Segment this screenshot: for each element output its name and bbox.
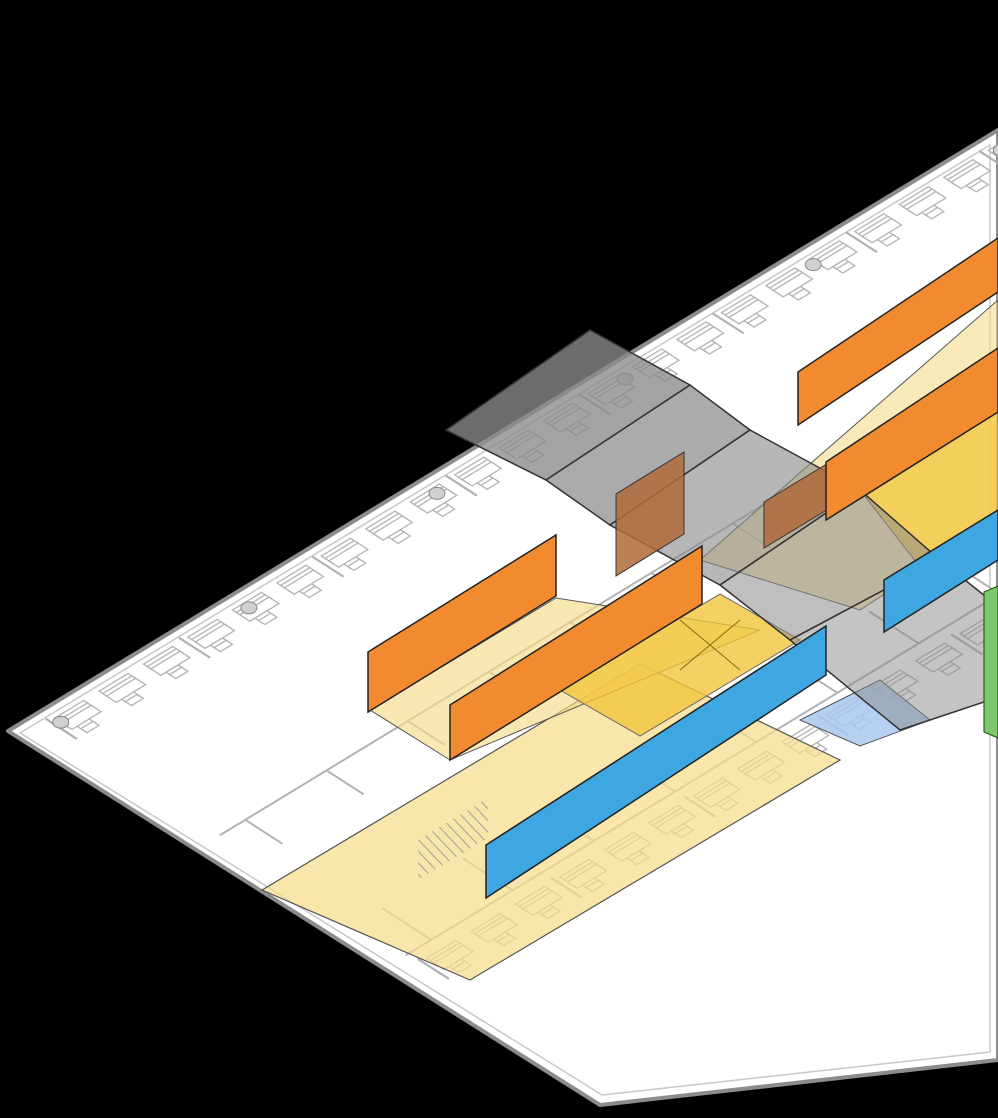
blue-wall-1	[485, 624, 827, 900]
room-wall	[244, 818, 284, 845]
orange-wall-1	[367, 533, 557, 714]
chair	[924, 206, 945, 220]
blue-wall-2	[883, 509, 998, 634]
partition	[178, 636, 211, 659]
desk	[194, 623, 236, 650]
chair	[790, 288, 812, 301]
desk	[905, 190, 948, 217]
desk	[327, 542, 370, 568]
desk	[816, 244, 859, 271]
reception-stair	[418, 797, 488, 880]
orange-wall-2	[449, 544, 703, 762]
column	[428, 486, 446, 500]
column	[240, 601, 258, 615]
column	[992, 143, 998, 157]
desk	[283, 569, 325, 595]
room-wall	[325, 769, 365, 796]
desk	[772, 271, 814, 298]
partition	[445, 474, 478, 497]
orange-walls	[367, 237, 998, 762]
partition	[712, 312, 745, 335]
chair	[301, 585, 323, 599]
partition	[417, 958, 450, 980]
green-block	[983, 585, 998, 739]
chair	[257, 612, 279, 626]
chair	[835, 260, 857, 274]
desk	[238, 596, 281, 622]
column	[804, 258, 822, 272]
chair	[968, 179, 990, 193]
chair	[124, 693, 145, 707]
green-element	[983, 585, 998, 739]
desk	[861, 217, 903, 244]
brown-walls	[615, 451, 831, 577]
chair	[79, 720, 101, 734]
orange-wall-3	[797, 237, 998, 427]
chair	[346, 558, 367, 572]
desk	[105, 677, 147, 704]
partition	[45, 718, 78, 740]
desk	[949, 163, 992, 190]
chair	[435, 504, 456, 518]
chair	[479, 477, 501, 491]
chair	[879, 233, 901, 247]
partition	[845, 231, 878, 254]
desk	[460, 461, 503, 487]
partition	[311, 555, 345, 578]
brown-wall-1	[615, 451, 685, 577]
column	[52, 715, 70, 729]
chair	[212, 639, 234, 653]
chair	[168, 666, 190, 680]
desk	[372, 515, 414, 541]
desk	[149, 650, 192, 677]
chair	[702, 342, 723, 355]
orange-wall-4	[825, 347, 998, 522]
chair	[746, 315, 768, 328]
elevator-x-2	[679, 619, 741, 671]
partition	[978, 150, 998, 172]
floor-slab-inner-edge	[18, 143, 991, 1096]
desk	[60, 704, 103, 731]
desk	[683, 326, 725, 352]
chair	[390, 531, 412, 545]
blue-walls	[485, 509, 998, 900]
desk	[727, 298, 770, 325]
